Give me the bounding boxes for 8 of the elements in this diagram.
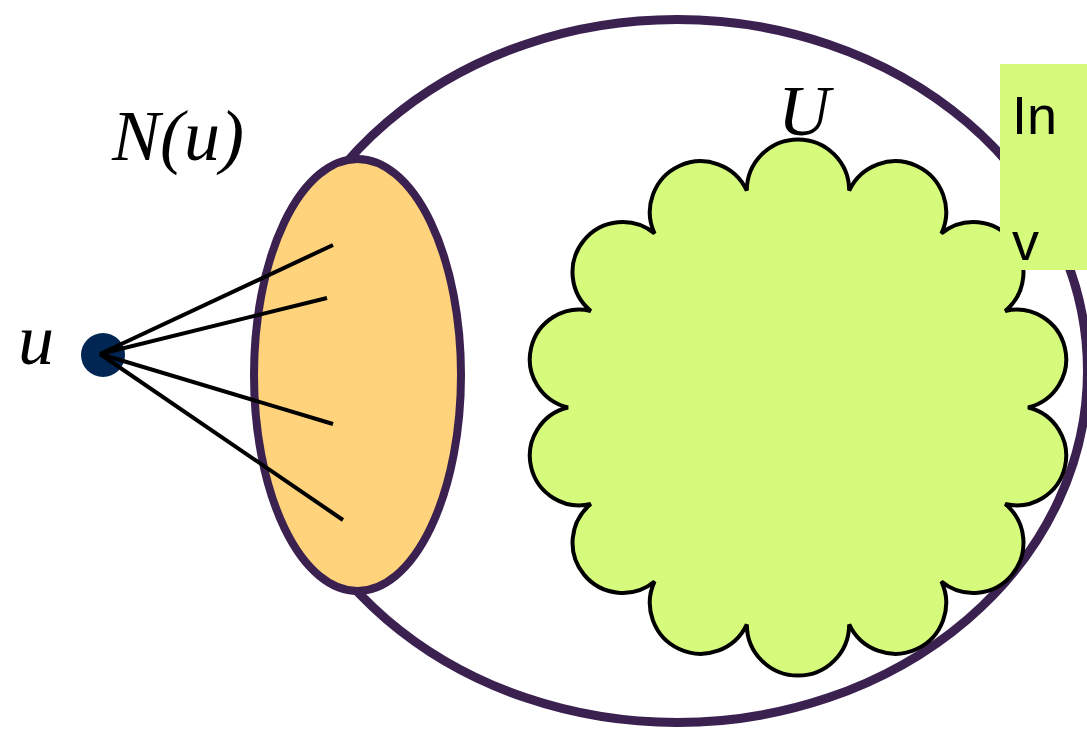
edge-line [99, 296, 328, 356]
edge-line [99, 352, 334, 426]
edge-line [98, 352, 345, 522]
vertex-label: u [18, 304, 54, 376]
note-text: v [1012, 214, 1039, 268]
note-text: In [1012, 88, 1058, 142]
note-box [1000, 64, 1087, 270]
edge-line [99, 243, 334, 356]
